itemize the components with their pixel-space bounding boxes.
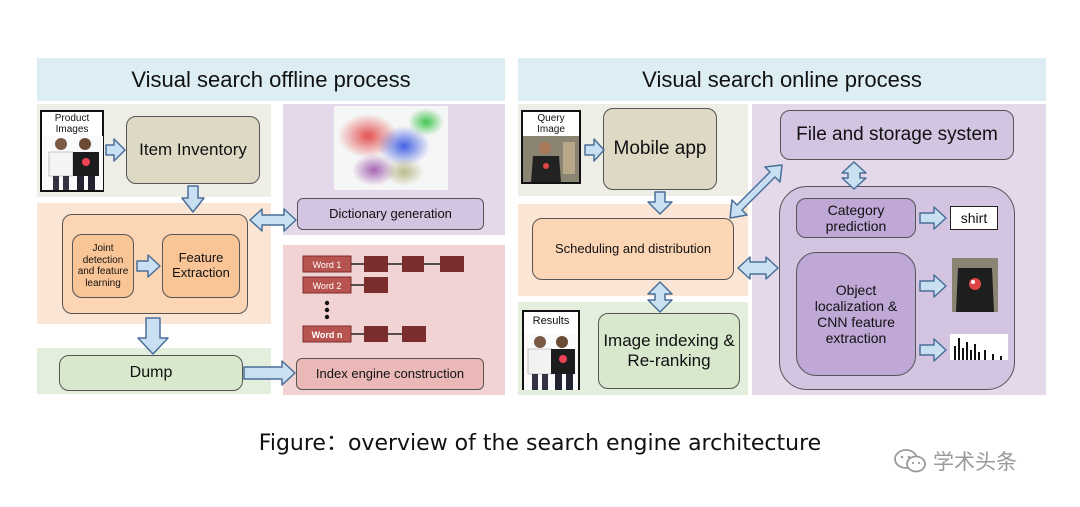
category-prediction-text: Category prediction xyxy=(825,201,887,234)
ellipsis-dot-3 xyxy=(324,314,330,320)
results-label: Results xyxy=(532,315,570,327)
joint-detection-box: Joint detection and feature learning xyxy=(72,234,134,298)
mobile-app-text: Mobile app xyxy=(613,138,707,160)
category-prediction-box: Category prediction xyxy=(796,198,916,238)
dictionary-cluster-image xyxy=(334,106,448,190)
watermark-text: 学术头条 xyxy=(933,450,1017,474)
wechat-icon xyxy=(894,449,926,473)
posting-n-2 xyxy=(402,326,426,342)
file-storage-box: File and storage system xyxy=(780,110,1014,160)
offline-panel-title: Visual search offline process xyxy=(37,58,505,101)
query-photo-illustration xyxy=(523,136,579,182)
posting-2-1 xyxy=(364,277,388,293)
dump-text: Dump xyxy=(129,363,173,381)
posting-1-3 xyxy=(440,256,464,272)
cnn-feature-histogram xyxy=(950,334,1008,360)
shirt-text: shirt xyxy=(960,209,988,226)
item-inventory-text: Item Inventory xyxy=(139,140,247,160)
joint-detection-text: Joint detection and feature learning xyxy=(77,243,129,289)
dump-box: Dump xyxy=(59,355,243,391)
posting-n-1 xyxy=(364,326,388,342)
figure-caption-text: Figure：overview of the search engine arc… xyxy=(258,431,822,456)
object-localization-text: Object localization & CNN feature extrac… xyxy=(814,281,898,347)
query-image-label: Query Image xyxy=(537,113,565,135)
offline-title-text: Visual search offline process xyxy=(131,66,411,92)
feature-extraction-box: Feature Extraction xyxy=(162,234,240,298)
posting-1-2 xyxy=(402,256,424,272)
ellipsis-dot-2 xyxy=(324,307,330,313)
figure-caption: Figure：overview of the search engine arc… xyxy=(240,425,840,457)
product-images-label: Product Images xyxy=(54,113,90,135)
shirt-label-box: shirt xyxy=(950,206,998,230)
dictionary-generation-box: Dictionary generation xyxy=(297,198,484,230)
feature-extraction-text: Feature Extraction xyxy=(172,250,230,280)
mobile-app-box: Mobile app xyxy=(603,108,717,190)
scheduling-box: Scheduling and distribution xyxy=(532,218,734,280)
index-engine-text: Index engine construction xyxy=(315,365,465,381)
inverted-index-diagram: Word 1 Word 2 Word n xyxy=(302,255,464,343)
scheduling-text: Scheduling and distribution xyxy=(554,240,712,256)
image-indexing-box: Image indexing & Re-ranking xyxy=(598,313,740,389)
wordn-label: Word n xyxy=(312,330,343,340)
watermark: 学术头条 xyxy=(893,445,1063,477)
object-localization-box: Object localization & CNN feature extrac… xyxy=(796,252,916,376)
online-title-text: Visual search online process xyxy=(642,66,922,92)
product-images-photo: Product Images xyxy=(40,110,104,192)
results-photo: Results xyxy=(522,310,580,390)
posting-1-1 xyxy=(364,256,388,272)
ellipsis-dot-1 xyxy=(324,300,330,306)
localized-object-photo xyxy=(952,258,998,312)
word2-label: Word 2 xyxy=(313,281,342,291)
query-image-photo: Query Image xyxy=(521,110,581,184)
results-illustration xyxy=(524,334,578,390)
tshirts-illustration xyxy=(43,136,103,190)
online-panel-title: Visual search online process xyxy=(518,58,1046,101)
file-storage-text: File and storage system xyxy=(796,124,998,146)
word1-label: Word 1 xyxy=(313,260,342,270)
dictionary-generation-text: Dictionary generation xyxy=(329,205,452,221)
image-indexing-text: Image indexing & Re-ranking xyxy=(603,331,735,370)
index-engine-box: Index engine construction xyxy=(296,358,484,390)
item-inventory-box: Item Inventory xyxy=(126,116,260,184)
